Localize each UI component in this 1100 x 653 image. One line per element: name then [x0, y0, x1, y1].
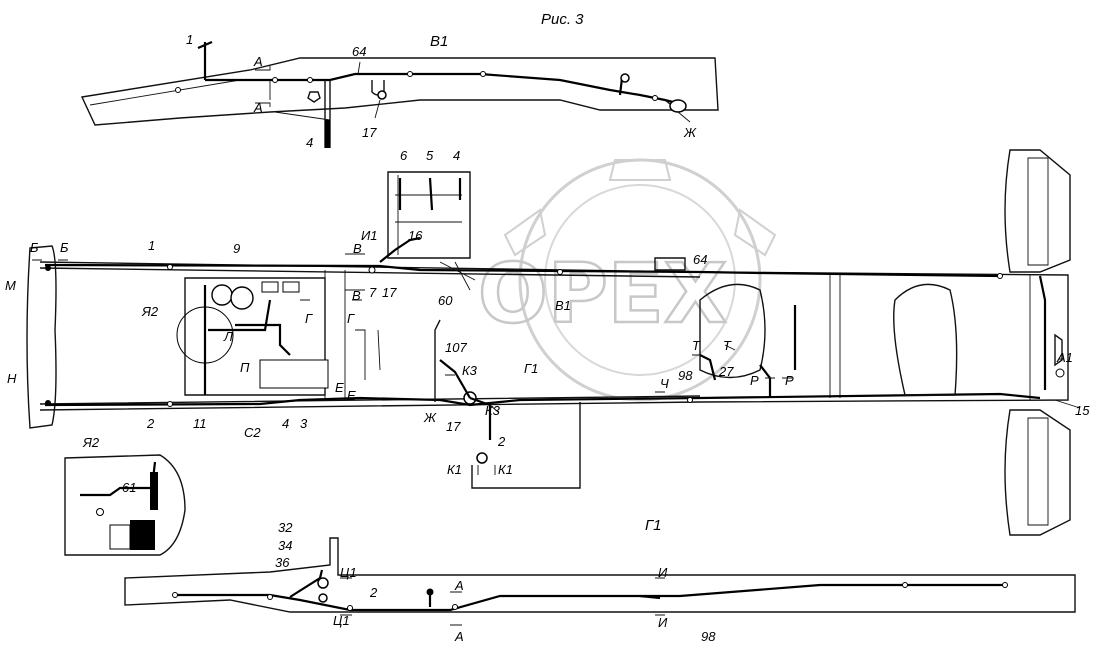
- label-64-top: 64: [352, 44, 366, 59]
- label-1-main: 1: [148, 238, 155, 253]
- label-a-bottom-view-top: А: [454, 578, 464, 593]
- label-17-main: 17: [382, 285, 397, 300]
- view-label-center: В1: [555, 298, 571, 313]
- label-m: М: [5, 278, 16, 293]
- label-s2: С2: [244, 425, 261, 440]
- label-9: 9: [233, 241, 240, 256]
- main-chassis-view: [26, 149, 1081, 536]
- label-7: 7: [369, 285, 377, 300]
- label-27: 27: [718, 364, 734, 379]
- label-l: Л: [223, 329, 233, 344]
- label-k1-left: К1: [447, 462, 462, 477]
- label-r-right: Р: [785, 373, 794, 388]
- label-g-right: Г: [347, 311, 355, 326]
- watermark-logo: OPEX: [477, 158, 777, 402]
- label-2-bottom: 2: [369, 585, 378, 600]
- label-n: Н: [7, 371, 17, 386]
- label-36: 36: [275, 555, 290, 570]
- label-b-right: Б: [60, 240, 69, 255]
- label-c1-top: Ц1: [340, 565, 357, 580]
- label-2-center: 2: [497, 434, 506, 449]
- label-17-lower: 17: [446, 419, 461, 434]
- label-2-main: 2: [146, 416, 155, 431]
- label-zh-main: Ж: [423, 410, 437, 425]
- label-17-top: 17: [362, 125, 377, 140]
- label-k1-right: К1: [498, 462, 513, 477]
- label-4-top: 4: [306, 135, 313, 150]
- label-64-main: 64: [693, 252, 707, 267]
- top-frame-view: [80, 40, 719, 148]
- label-e-right: Е: [347, 388, 356, 403]
- label-i-bottom: И: [658, 615, 668, 630]
- label-a-bottom: А: [253, 100, 263, 115]
- label-k3-upper: К3: [462, 363, 478, 378]
- label-32: 32: [278, 520, 293, 535]
- label-v-lower: В: [352, 288, 361, 303]
- label-c1-bottom: Ц1: [333, 613, 350, 628]
- view-label-top: В1: [430, 33, 448, 50]
- label-r-left: Р: [750, 373, 759, 388]
- label-3: 3: [300, 416, 308, 431]
- label-16: 16: [408, 228, 423, 243]
- label-v-upper: В: [353, 241, 362, 256]
- label-g-left: Г: [305, 311, 313, 326]
- label-e-left: Е: [335, 380, 344, 395]
- label-4-main: 4: [282, 416, 289, 431]
- label-ya2-main: Я2: [141, 304, 159, 319]
- view-label-bottom: Г1: [645, 517, 662, 534]
- label-34: 34: [278, 538, 292, 553]
- label-t-left: Т: [692, 338, 701, 353]
- inset-ya2: [64, 454, 186, 556]
- label-11: 11: [193, 416, 207, 431]
- label-t-right: Т: [723, 338, 732, 353]
- label-g1-main: Г1: [524, 361, 538, 376]
- label-ch: Ч: [660, 376, 669, 391]
- label-5: 5: [426, 148, 434, 163]
- label-98-bottom: 98: [701, 629, 716, 644]
- inset-title: Я2: [82, 435, 100, 450]
- label-i-top: И: [658, 565, 668, 580]
- label-a-top: А: [253, 54, 263, 69]
- label-1-top: 1: [186, 32, 193, 47]
- label-98-main: 98: [678, 368, 693, 383]
- label-a-bottom-view-bottom: А: [454, 629, 464, 644]
- label-15: 15: [1075, 403, 1090, 418]
- label-zh-top: Ж: [683, 125, 697, 140]
- label-b-left: Б: [30, 240, 39, 255]
- label-k3-lower: К3: [485, 403, 501, 418]
- label-107: 107: [445, 340, 467, 355]
- label-p: П: [240, 360, 250, 375]
- label-i1: И1: [361, 228, 378, 243]
- label-61: 61: [122, 480, 136, 495]
- bottom-frame-view: [124, 537, 1076, 626]
- label-6: 6: [400, 148, 408, 163]
- label-4-battery: 4: [453, 148, 460, 163]
- figure-title: Рис. 3: [541, 11, 584, 28]
- watermark-text: OPEX: [478, 247, 727, 342]
- label-60: 60: [438, 293, 453, 308]
- label-a1: А1: [1056, 350, 1073, 365]
